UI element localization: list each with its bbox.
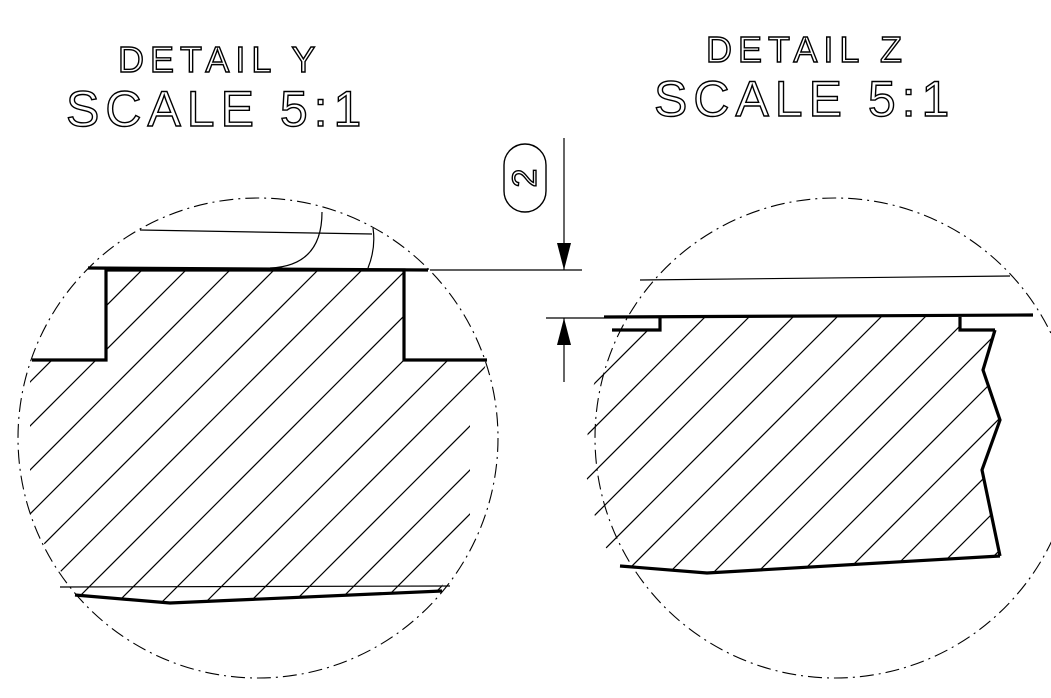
hatch-line: [197, 270, 487, 603]
detail-y-scale: SCALE 5:1: [66, 81, 367, 137]
hatch-line: [837, 317, 1000, 573]
hatch-line: [30, 270, 373, 603]
hatch-line: [285, 270, 487, 603]
hatch-line: [241, 270, 487, 603]
hatch-line: [585, 317, 625, 573]
detail-y-hatching: [0, 260, 1051, 610]
detail-z-left-groove: [612, 317, 662, 332]
hatch-line: [661, 317, 933, 573]
dimension-arrow-down: [557, 243, 571, 270]
hatch-line: [585, 317, 801, 573]
detail-z-upper-thin: [639, 275, 1011, 281]
detail-y-boundary-circle: [17, 197, 499, 679]
detail-y-fillet-arc: [269, 211, 323, 269]
hatch-line: [506, 260, 856, 610]
dimension-balloon: [503, 143, 547, 213]
hatch-line: [585, 317, 669, 573]
hatch-line: [329, 270, 487, 603]
detail-y-bottom-thin: [59, 585, 451, 588]
hatch-line: [638, 260, 988, 610]
detail-z-break-line: [980, 329, 1002, 557]
hatch-line: [30, 270, 241, 603]
hatch-line: [417, 270, 487, 603]
hatch-line: [585, 317, 845, 573]
detail-y-title: DETAIL Y: [118, 39, 321, 80]
detail-y-top-edge: [87, 266, 429, 272]
detail-z-bottom-edge: [619, 554, 1001, 575]
hatch-line: [373, 270, 487, 603]
detail-z-top-edge: [603, 313, 1034, 319]
detail-y-fillet-arc-2: [367, 227, 375, 269]
hatch-line: [770, 260, 1051, 610]
hatch-line: [814, 260, 1051, 610]
detail-z-right-groove: [958, 317, 995, 332]
hatch-line: [881, 317, 1000, 573]
hatch-line: [617, 317, 889, 573]
hatch-line: [0, 260, 20, 610]
hatch-line: [65, 270, 417, 603]
dimension-arrow-up: [557, 318, 571, 345]
hatch-line: [705, 317, 977, 573]
hatch-line: [30, 270, 329, 603]
hatch-line: [726, 260, 1051, 610]
hatch-line: [969, 317, 1000, 573]
detail-y-upper-thin: [139, 229, 373, 235]
hatch-line: [153, 270, 487, 603]
hatch-line: [461, 270, 487, 603]
hatch-line: [1014, 310, 1051, 580]
detail-z-title: DETAIL Z: [706, 29, 908, 70]
hatch-line: [30, 270, 197, 603]
hatch-line: [925, 317, 1000, 573]
hatch-line: [793, 317, 1000, 573]
hatch-line: [550, 260, 900, 610]
hatch-line: [30, 270, 65, 603]
detail-z-scale: SCALE 5:1: [654, 71, 955, 127]
hatch-line: [585, 317, 757, 573]
hatch-line: [749, 317, 1000, 573]
hatch-line: [594, 260, 944, 610]
detail-z-hatching: [585, 310, 1051, 580]
hatch-line: [30, 270, 153, 603]
hatch-line: [109, 270, 461, 603]
detail-y-profile: [32, 268, 487, 362]
detail-y-bottom-edge: [74, 589, 443, 605]
detail-z-boundary-circle: [594, 197, 1051, 679]
dimension-balloon-value: 2: [506, 169, 544, 188]
hatch-line: [30, 270, 285, 603]
hatch-line: [585, 317, 713, 573]
